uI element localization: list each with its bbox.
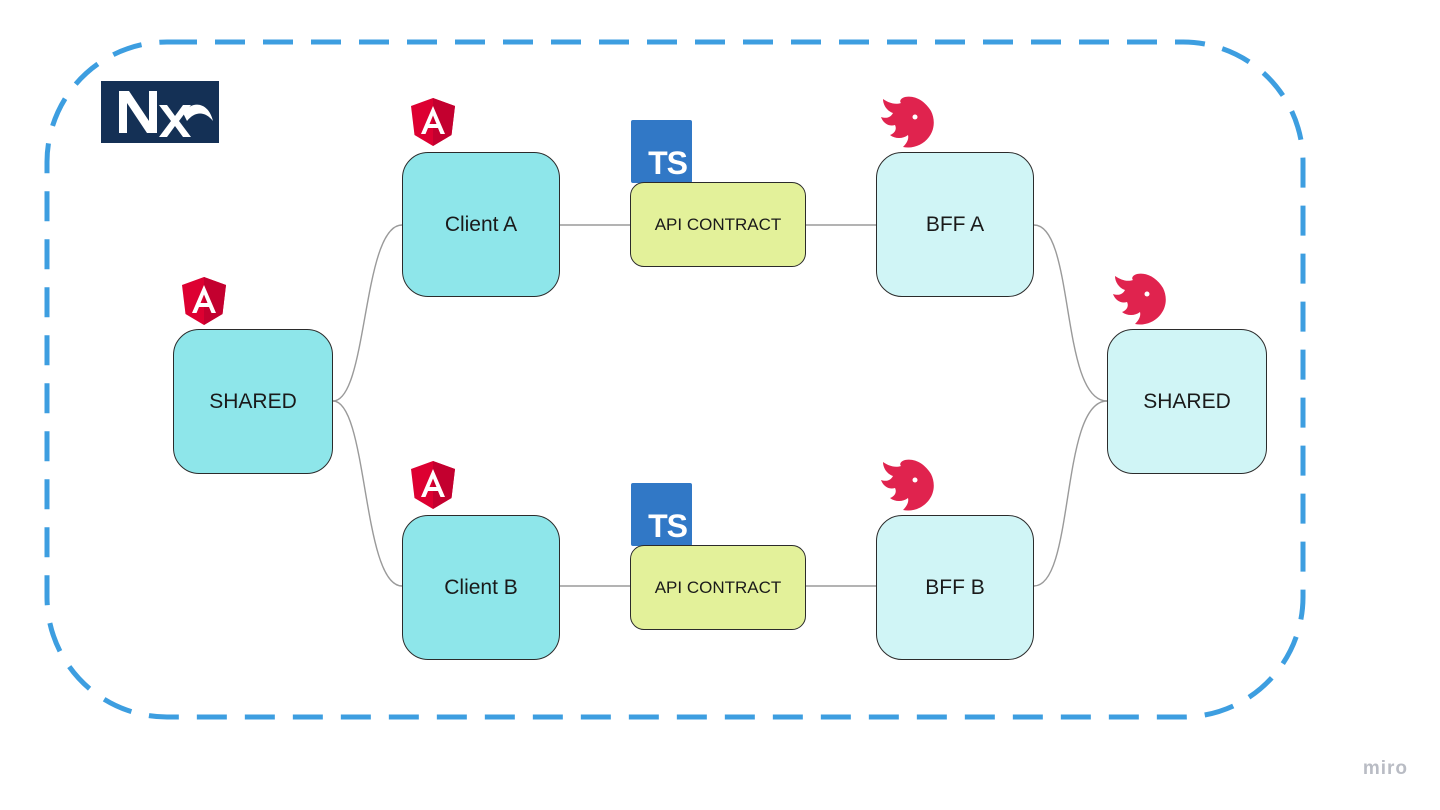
node-label: SHARED	[209, 389, 297, 413]
connector-bff-a-shared-right	[1033, 224, 1108, 402]
node-label: API CONTRACT	[654, 577, 782, 597]
nestjs-icon	[881, 96, 934, 148]
bff-b-node[interactable]: BFF B	[876, 515, 1034, 660]
typescript-icon: TS	[631, 483, 692, 546]
api-contract-b-node[interactable]: API CONTRACT	[630, 545, 806, 630]
angular-icon	[182, 277, 226, 325]
node-label: BFF A	[925, 212, 985, 236]
connector-shared-left-client-a	[332, 224, 403, 402]
typescript-label: TS	[648, 508, 688, 544]
connector-shared-left-client-b	[332, 400, 403, 587]
client-b-node[interactable]: Client B	[402, 515, 560, 660]
node-label: API CONTRACT	[654, 214, 782, 234]
nx-logo-icon	[101, 81, 219, 143]
bff-a-node[interactable]: BFF A	[876, 152, 1034, 297]
node-label: BFF B	[925, 575, 985, 599]
nestjs-icon	[881, 459, 934, 511]
miro-watermark: miro	[1362, 758, 1408, 779]
angular-icon	[411, 98, 455, 146]
node-label: SHARED	[1143, 389, 1231, 413]
api-contract-a-node[interactable]: API CONTRACT	[630, 182, 806, 267]
workspace-frame	[44, 39, 1306, 720]
angular-icon	[411, 461, 455, 509]
connector-bff-b-shared-right	[1033, 400, 1108, 587]
shared-left-node[interactable]: SHARED	[173, 329, 333, 474]
shared-right-node[interactable]: SHARED	[1107, 329, 1267, 474]
node-label: Client B	[444, 575, 518, 599]
typescript-label: TS	[648, 145, 688, 181]
client-a-node[interactable]: Client A	[402, 152, 560, 297]
typescript-icon: TS	[631, 120, 692, 183]
node-label: Client A	[444, 212, 518, 236]
nestjs-icon	[1113, 273, 1166, 325]
